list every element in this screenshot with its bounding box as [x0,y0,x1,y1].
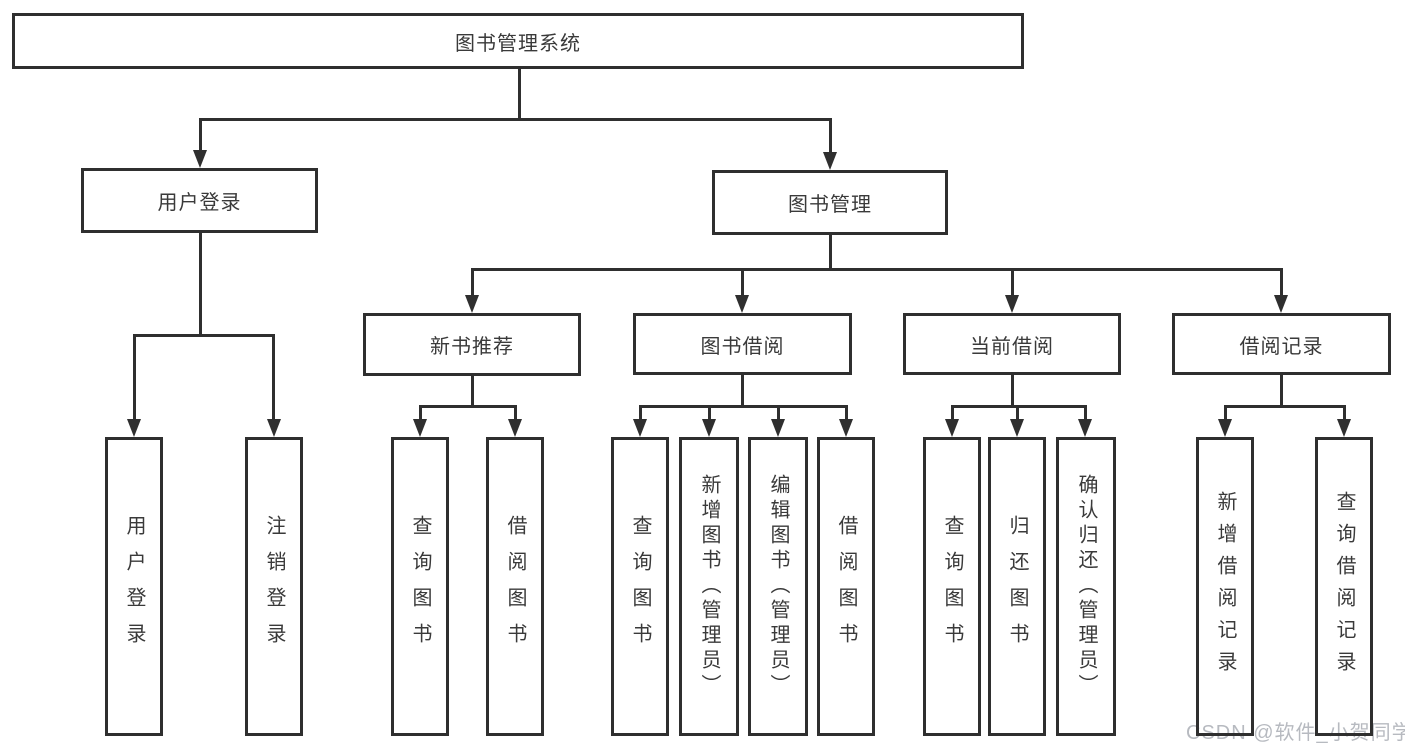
leaf-query-books-borrowing: 查询图书 [611,437,669,736]
leaf-query-borrow-record: 查询借阅记录 [1315,437,1373,736]
arrowhead-return-books [1010,419,1024,437]
connector-current-borrowing-stem [1011,375,1014,408]
connector-book-management-stem [829,235,832,271]
leaf-edit-books-admin: 编辑图书（管理员） [748,437,808,736]
connector-drop-book-management [829,118,832,154]
arrowhead-book-borrowing [735,295,749,313]
leaf-user-login: 用户登录 [105,437,163,736]
connector-drop-query-borrow-record [1343,405,1346,421]
arrowhead-add-books [702,419,716,437]
connector-book-borrowing-bar [639,405,847,408]
node-library-management-system: 图书管理系统 [12,13,1024,69]
arrowhead-query-books-3 [945,419,959,437]
node-new-book-recommend: 新书推荐 [363,313,581,376]
connector-user-login-bar [133,334,275,337]
connector-drop-edit-books [777,405,780,421]
arrowhead-query-books-2 [633,419,647,437]
connector-drop-borrow-records [1280,268,1283,297]
arrowhead-edit-books [771,419,785,437]
arrowhead-book-management [823,152,837,170]
leaf-query-books-recommend: 查询图书 [391,437,449,736]
leaf-query-books-current: 查询图书 [923,437,981,736]
connector-borrow-records-stem [1280,375,1283,408]
arrowhead-leaf-user-login [127,419,141,437]
arrowhead-query-borrow-record [1337,419,1351,437]
arrowhead-query-books-1 [413,419,427,437]
connector-drop-add-books [708,405,711,421]
arrowhead-current-borrowing [1005,295,1019,313]
node-user-login: 用户登录 [81,168,318,233]
connector-new-book-recommend-stem [471,375,474,408]
connector-borrow-records-bar [1224,405,1345,408]
connector-drop-leaf-logout [272,334,275,421]
arrowhead-confirm-return [1078,419,1092,437]
connector-drop-query-books-3 [951,405,954,421]
connector-level3-bar [471,268,1283,271]
connector-book-borrowing-stem [741,375,744,408]
connector-user-login-stem [199,233,202,337]
node-borrow-records: 借阅记录 [1172,313,1391,375]
arrowhead-borrow-books-1 [508,419,522,437]
leaf-confirm-return-admin: 确认归还（管理员） [1056,437,1116,736]
leaf-return-books: 归还图书 [988,437,1046,736]
node-book-management: 图书管理 [712,170,948,235]
arrowhead-add-borrow-record [1218,419,1232,437]
connector-drop-borrow-books-2 [845,405,848,421]
node-book-borrowing: 图书借阅 [633,313,852,375]
connector-drop-current-borrowing [1011,268,1014,297]
arrowhead-borrow-records [1274,295,1288,313]
watermark: CSDN @软件_小贺同学 [1186,722,1405,744]
connector-drop-query-books-1 [419,405,422,421]
node-current-borrowing: 当前借阅 [903,313,1121,375]
connector-drop-confirm-return [1084,405,1087,421]
leaf-borrow-books-recommend: 借阅图书 [486,437,544,736]
connector-drop-return-books [1016,405,1019,421]
connector-drop-add-borrow-record [1224,405,1227,421]
arrowhead-user-login [193,150,207,168]
connector-drop-user-login [199,118,202,152]
connector-drop-book-borrowing [741,268,744,297]
arrowhead-new-book-recommend [465,295,479,313]
leaf-borrow-books: 借阅图书 [817,437,875,736]
connector-new-book-recommend-bar [419,405,517,408]
connector-drop-new-book-recommend [471,268,474,297]
connector-drop-query-books-2 [639,405,642,421]
connector-drop-leaf-user-login [133,334,136,421]
connector-level2-bar [199,118,832,121]
arrowhead-leaf-logout [267,419,281,437]
leaf-add-borrow-record: 新增借阅记录 [1196,437,1254,736]
leaf-logout: 注销登录 [245,437,303,736]
leaf-add-books-admin: 新增图书（管理员） [679,437,739,736]
arrowhead-borrow-books-2 [839,419,853,437]
connector-root-stem [518,68,521,121]
connector-current-borrowing-bar [951,405,1087,408]
connector-drop-borrow-books-1 [514,405,517,421]
